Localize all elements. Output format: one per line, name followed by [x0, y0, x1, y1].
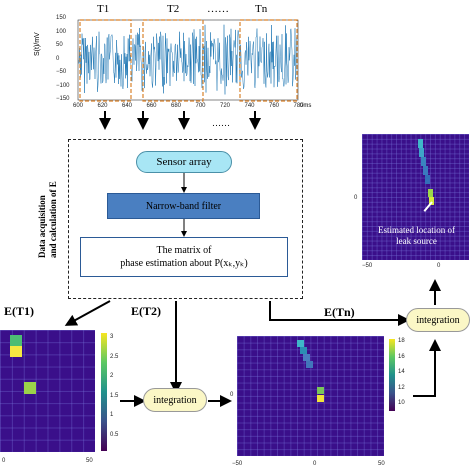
signal-y-tick: −100: [56, 82, 70, 89]
track-cell-5: [317, 387, 324, 394]
left-colorbar-tick: 0.5: [110, 431, 119, 438]
heatmap-e-t1: [0, 330, 95, 452]
track-cell-2: [300, 347, 307, 354]
left-colorbar-tick: 2.5: [110, 353, 119, 360]
signal-x-tick: 740: [244, 103, 255, 109]
middle-colorbar-tick: 18: [398, 338, 405, 344]
heatmap-integrated-middle: [237, 336, 384, 456]
sensor-array-box: Sensor array: [136, 151, 232, 173]
signal-x-tick: 760: [269, 103, 280, 109]
middle-colorbar-tick: 16: [398, 353, 405, 360]
phase-matrix-line-1: The matrix of: [156, 245, 212, 256]
final-cell-2: [419, 148, 424, 157]
hot-cell-3: [24, 382, 36, 394]
signal-y-tick: 150: [56, 15, 67, 21]
integration-box-middle: integration: [143, 388, 207, 412]
final-cell-4: [423, 166, 428, 175]
window-t1-box: [79, 19, 132, 102]
process-dashed-box: [68, 139, 303, 299]
track-cell-4: [306, 361, 313, 368]
left-colorbar-tick: 2: [110, 373, 114, 379]
left-colorbar-tick: 1: [110, 412, 114, 418]
side-label-line-2: and calculation of E: [48, 181, 58, 258]
sensor-array-label: Sensor array: [156, 156, 212, 168]
right-y-tick: 0: [354, 195, 358, 201]
arrow-dots: ……: [212, 118, 230, 128]
signal-plot: [77, 19, 299, 102]
final-cell-5: [425, 175, 430, 184]
track-cell-1: [297, 340, 304, 347]
signal-trace: [78, 24, 297, 95]
signal-x-tick: 640: [122, 103, 133, 109]
window-label-dots: ……: [207, 3, 229, 15]
middle-x-tick: −50: [232, 461, 243, 467]
middle-colorbar-tick: 12: [398, 384, 405, 391]
window-label-t2: T2: [167, 3, 180, 15]
signal-x-tick: 780: [293, 103, 304, 109]
signal-x-tick: 620: [97, 103, 108, 109]
right-x-tick: −50: [362, 263, 373, 269]
signal-y-tick: 100: [56, 28, 67, 35]
signal-y-tick: 50: [56, 42, 63, 48]
signal-y-tick: 0: [56, 55, 60, 62]
label-e-t2: E(T2): [131, 304, 161, 318]
middle-colorbar-tick: 14: [398, 369, 405, 375]
side-label-line-1: Data acquisition: [37, 195, 47, 258]
final-cell-6: [428, 189, 433, 197]
track-cell-3: [303, 354, 310, 361]
colorbar-e-t1: [101, 333, 107, 451]
phase-matrix-line-2: phase estimation about P(xₖ,yₖ): [120, 258, 248, 269]
signal-x-tick: 600: [73, 103, 84, 109]
estimated-line-2: leak source: [396, 236, 437, 246]
left-colorbar-tick: 1.5: [110, 392, 119, 399]
signal-x-tick: 700: [195, 103, 206, 109]
hot-cell-1: [10, 335, 22, 346]
window-t2-box: [142, 19, 204, 102]
window-tn-box: [239, 19, 298, 102]
left-x-tick: 50: [86, 458, 93, 464]
track-cell-6: [317, 395, 324, 402]
estimated-arrow: [423, 201, 433, 212]
heatmap-final: [362, 134, 469, 260]
final-cell-7: [429, 197, 434, 205]
colorbar-middle: [389, 339, 395, 411]
middle-x-tick: 50: [378, 461, 385, 467]
left-colorbar-tick: 3: [110, 334, 114, 340]
signal-xlabel: t/ms: [300, 103, 312, 109]
integration-label-right: integration: [416, 314, 460, 326]
label-e-tn: E(Tn): [324, 305, 355, 319]
phase-matrix-box: The matrix of phase estimation about P(x…: [80, 237, 288, 277]
right-x-tick: 0: [437, 263, 441, 269]
signal-x-tick: 680: [171, 103, 182, 109]
integration-label-middle: integration: [153, 394, 197, 406]
window-label-t1: T1: [97, 3, 110, 15]
hot-cell-2: [10, 346, 22, 357]
middle-colorbar-tick: 10: [398, 400, 405, 406]
estimated-line-1: Estimated location of: [378, 225, 455, 235]
signal-y-tick: −50: [56, 69, 67, 75]
narrow-band-filter-box: Narrow-band filter: [107, 193, 260, 219]
final-cell-1: [418, 139, 423, 148]
final-cell-3: [421, 157, 426, 166]
window-label-tn: Tn: [255, 3, 268, 15]
side-label: Data acquisition and calculation of E: [37, 181, 59, 258]
narrow-band-filter-label: Narrow-band filter: [145, 200, 222, 212]
middle-x-tick: 0: [313, 461, 317, 467]
signal-y-tick: −150: [56, 96, 70, 102]
left-x-tick: 0: [2, 458, 6, 464]
middle-y-tick: 0: [230, 392, 234, 398]
label-e-t1: E(T1): [4, 304, 34, 318]
signal-x-tick: 720: [220, 103, 231, 109]
estimated-location-text: Estimated location of leak source: [378, 225, 455, 247]
integration-box-right: integration: [406, 308, 470, 332]
signal-x-tick: 660: [146, 103, 157, 109]
